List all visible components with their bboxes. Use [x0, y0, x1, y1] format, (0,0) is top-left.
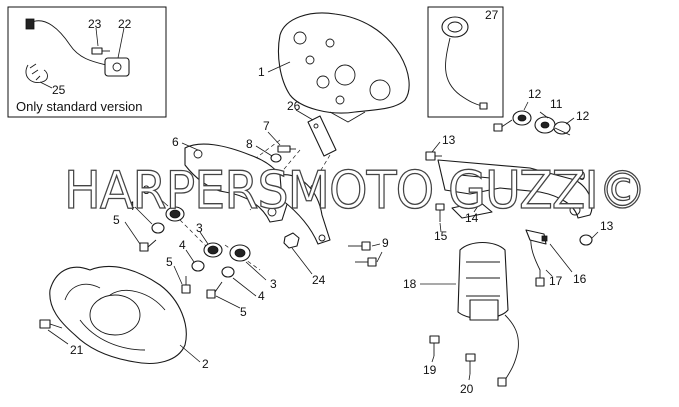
label-12-left: 12 [528, 87, 542, 101]
inset-note: Only standard version [16, 99, 142, 114]
part-12-grommet-left [512, 110, 532, 126]
label-1: 1 [258, 65, 265, 79]
part-5-screw-middle [181, 276, 191, 294]
part-8-washer [270, 153, 282, 163]
label-24: 24 [312, 273, 326, 287]
label-23: 23 [88, 17, 102, 31]
part-2-rear-cover [49, 266, 187, 364]
label-13-left: 13 [442, 133, 456, 147]
part-4-washer-right [221, 266, 235, 278]
part-4-washer-middle [191, 260, 205, 272]
part-10-side-bracket [437, 159, 593, 219]
label-7: 7 [263, 119, 270, 133]
part-5-screw-upper [139, 239, 157, 252]
label-20: 20 [460, 382, 474, 396]
label-4-right: 4 [258, 289, 265, 303]
part-5-screw-lower [206, 281, 223, 299]
label-3-right: 3 [270, 277, 277, 291]
label-5-lower: 5 [240, 305, 247, 319]
part-26-bracket-plate [307, 115, 337, 157]
label-18: 18 [403, 277, 417, 291]
label-27: 27 [485, 8, 499, 22]
part-3-grommet-right [229, 244, 251, 262]
part-23-screw [91, 47, 110, 55]
label-26: 26 [287, 99, 301, 113]
part-3-grommet-middle [203, 242, 223, 258]
label-22: 22 [118, 17, 132, 31]
watermark-text: HARPERSMOTO GUZZI© [64, 161, 646, 221]
label-11: 11 [550, 97, 563, 111]
label-9: 9 [382, 236, 389, 250]
part-27-harness [441, 16, 488, 110]
label-2: 2 [202, 357, 209, 371]
part-18-switch-unit [457, 241, 519, 387]
part-6-mounting-bracket [184, 143, 331, 245]
label-3-upper: 3 [143, 183, 150, 197]
part-13-screw-left [425, 151, 442, 161]
part-7-screw [277, 145, 296, 153]
label-6: 6 [172, 135, 179, 149]
part-1-instrument-housing [277, 12, 410, 123]
label-5-middle: 5 [166, 255, 173, 269]
label-4-upper: 4 [128, 199, 135, 213]
part-20-screw [465, 353, 476, 374]
part-19-screw [429, 335, 440, 356]
part-13-washer-right [579, 234, 593, 246]
label-19: 19 [423, 363, 437, 377]
label-8: 8 [246, 137, 253, 151]
label-16: 16 [573, 272, 587, 286]
part-14-plate [451, 201, 493, 219]
label-5-upper: 5 [113, 213, 120, 227]
label-12-right: 12 [576, 109, 590, 123]
part-4-washer-upper [151, 222, 165, 234]
label-4-middle: 4 [179, 238, 186, 252]
label-15: 15 [434, 229, 448, 243]
part-11-connector [534, 116, 556, 134]
part-9-screw-upper [348, 241, 371, 251]
part-17-harness-cable [525, 229, 548, 287]
label-25: 25 [52, 83, 66, 97]
part-25-cable-clip [25, 63, 48, 83]
label-13-right: 13 [600, 219, 614, 233]
label-3-middle: 3 [196, 221, 203, 235]
part-15-screw [435, 203, 445, 222]
part-21-screw [39, 319, 63, 329]
part-9-screw-lower [355, 257, 377, 267]
label-17: 17 [549, 274, 563, 288]
label-14: 14 [465, 211, 479, 225]
label-21: 21 [70, 343, 84, 357]
part-24-nut [283, 232, 300, 249]
part-12-grommet-right [553, 121, 571, 135]
part-22-speed-sensor [25, 18, 130, 77]
part-3-grommet-upper [165, 206, 185, 222]
label-10: 10 [572, 169, 586, 183]
